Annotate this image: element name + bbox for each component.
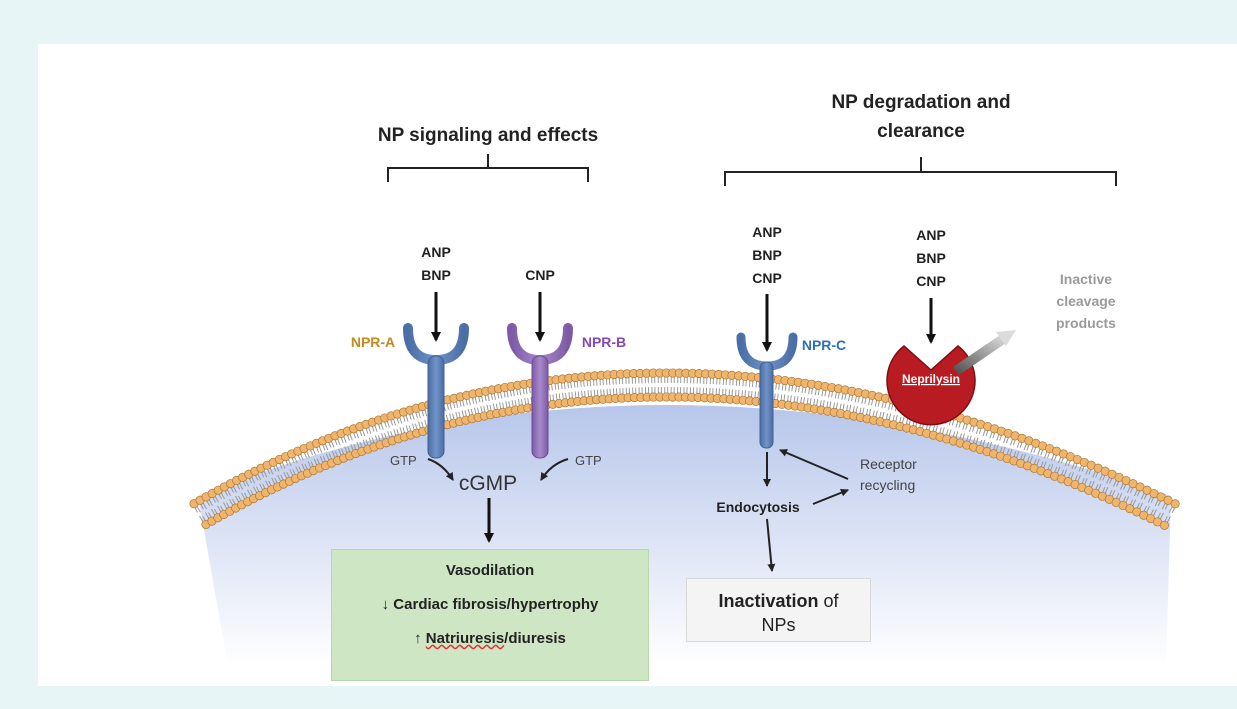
npr-b-label: NPR-B (582, 334, 626, 350)
recycling-line2: recycling (860, 477, 915, 493)
npr-a-ligand-anp: ANP (421, 244, 451, 260)
signaling-header: NP signaling and effects (378, 125, 598, 146)
natriuresis-rest: /diuresis (504, 630, 566, 647)
top-band (0, 0, 1237, 12)
npr-a-ligand-bnp: BNP (421, 267, 451, 283)
endocytosis-to-inactivation-arrow (766, 518, 776, 572)
cgmp-label: cGMP (459, 472, 517, 495)
recycling-return-arrow (779, 449, 849, 480)
npr-c-ligand-anp: ANP (752, 224, 782, 240)
npr-b-ligand-cnp: CNP (525, 267, 555, 283)
effects-box: Vasodilation ↓ Cardiac fibrosis/hypertro… (331, 549, 649, 681)
cleavage-line3: products (1056, 315, 1116, 331)
lipid-bilayer-membrane (189, 368, 1180, 530)
endocytosis-label: Endocytosis (716, 499, 799, 515)
cleavage-line2: cleavage (1056, 293, 1115, 309)
cleavage-line1: Inactive (1060, 271, 1112, 287)
neprilysin-ligand-bnp: BNP (916, 250, 946, 266)
gtp-left-label: GTP (390, 453, 417, 468)
inactivation-bold: Inactivation (718, 591, 819, 611)
neprilysin-label: Neprilysin (902, 372, 960, 386)
npr-b-receptor (507, 323, 573, 459)
cleavage-arrow (953, 330, 1016, 376)
inactivation-nps: NPs (761, 615, 796, 635)
figure-frame: NP signaling and effects NP degradation … (38, 44, 1237, 686)
degradation-header-line2: clearance (877, 121, 965, 142)
natriuresis-up-arrow: ↑ (414, 630, 422, 647)
degradation-bracket (724, 157, 1117, 186)
inactivation-box: Inactivation of NPs (686, 578, 871, 642)
neprilysin-enzyme: Neprilysin (886, 345, 976, 426)
neprilysin-ligand-anp: ANP (916, 227, 946, 243)
npr-c-label: NPR-C (802, 337, 846, 353)
npr-c-ligand-cnp: CNP (752, 270, 782, 286)
signaling-bracket (387, 154, 589, 182)
natriuresis-text: ↑ Natriuresis/diuresis (332, 630, 648, 647)
gtp-right-label: GTP (575, 453, 602, 468)
neprilysin-ligand-cnp: CNP (916, 273, 946, 289)
degradation-header-line1: NP degradation and (831, 92, 1010, 113)
inactivation-of: of (818, 591, 839, 611)
recycling-line1: Receptor (860, 456, 917, 472)
endocytosis-to-recycling-arrow (812, 488, 849, 505)
npr-a-label: NPR-A (351, 334, 395, 350)
vasodilation-text: Vasodilation (445, 562, 535, 579)
gtp-left-curved-arrow (427, 458, 454, 481)
gtp-right-curved-arrow (540, 458, 569, 481)
npr-a-receptor (403, 323, 469, 459)
npr-c-ligand-bnp: BNP (752, 247, 782, 263)
npr-c-receptor (736, 332, 798, 449)
fibrosis-text: ↓ Cardiac fibrosis/hypertrophy (381, 596, 599, 613)
natriuresis-word: Natriuresis (425, 630, 505, 647)
